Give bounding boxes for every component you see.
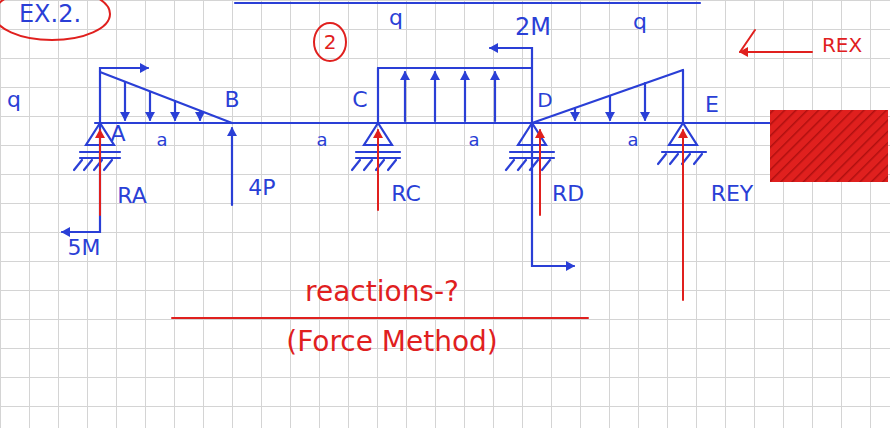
load-symbol: q [389,7,403,29]
reaction-label: REX [822,35,862,55]
point-label: D [537,90,552,110]
reaction-label: RC [391,183,421,205]
span-length: a [316,131,327,149]
example-title: EX.2. [19,2,81,26]
load-symbol: q [633,11,647,33]
span-length: a [627,131,638,149]
reaction-label: RA [117,185,146,207]
reaction-label: REY [711,183,754,205]
force-value: 4P [248,177,275,199]
note-text: reactions-? [305,278,459,306]
reaction-label: RD [552,183,584,205]
point-label: C [352,89,367,111]
moment-value: 5M [68,237,101,259]
load-symbol: q [7,89,21,111]
note-text: (Force Method) [286,328,498,356]
point-label: B [224,89,239,111]
point-label: E [705,94,719,116]
point-label: A [110,123,125,145]
span-length: a [468,131,479,149]
moment-value: 2M [515,15,551,39]
span-length: a [156,131,167,149]
span-number: 2 [324,32,337,52]
